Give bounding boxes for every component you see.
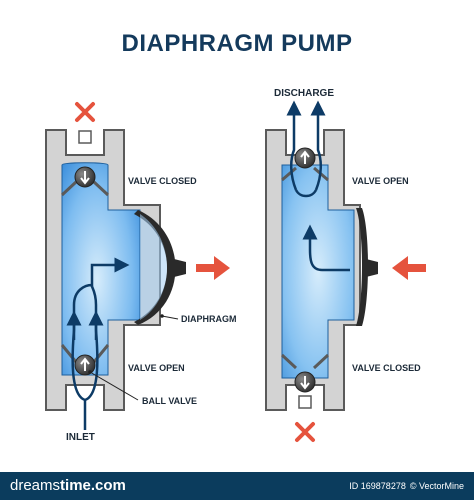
right-diaphragm-rod (362, 258, 378, 278)
footer-credit: ID 169878278© VectorMine (349, 481, 464, 491)
right-force-arrow (392, 256, 426, 280)
label-valve-closed-left: VALVE CLOSED (128, 176, 197, 186)
right-lower-ball (294, 371, 316, 393)
footer-logo: dreamstime.com (10, 477, 126, 494)
left-diaphragm-rod (170, 258, 186, 278)
left-pump (45, 102, 230, 430)
right-bottom-port (298, 395, 312, 409)
left-diaphragm (134, 210, 176, 325)
x-mark-icon (295, 422, 315, 442)
right-pump (265, 100, 426, 442)
left-upper-ball (74, 166, 96, 188)
page-title: DIAPHRAGM PUMP (121, 30, 353, 57)
label-diaphragm: DIAPHRAGM (181, 314, 237, 324)
left-flow-lines (66, 257, 130, 430)
left-top-port (78, 130, 92, 144)
pump-diagram (45, 100, 426, 442)
label-valve-open-right: VALVE OPEN (352, 176, 409, 186)
left-force-arrow (196, 256, 230, 280)
x-mark-icon (75, 102, 95, 122)
right-flow-lines (286, 100, 350, 272)
label-valve-open-left: VALVE OPEN (128, 363, 185, 373)
right-upper-ball (294, 147, 316, 169)
footer-bar: dreamstime.com ID 169878278© VectorMine (0, 472, 474, 500)
left-lower-ball (74, 354, 96, 376)
label-inlet: INLET (66, 432, 95, 443)
label-discharge: DISCHARGE (274, 88, 335, 99)
label-ball-valve: BALL VALVE (142, 396, 198, 406)
label-valve-closed-right: VALVE CLOSED (352, 363, 421, 373)
left-fluid-chamber (61, 162, 141, 376)
